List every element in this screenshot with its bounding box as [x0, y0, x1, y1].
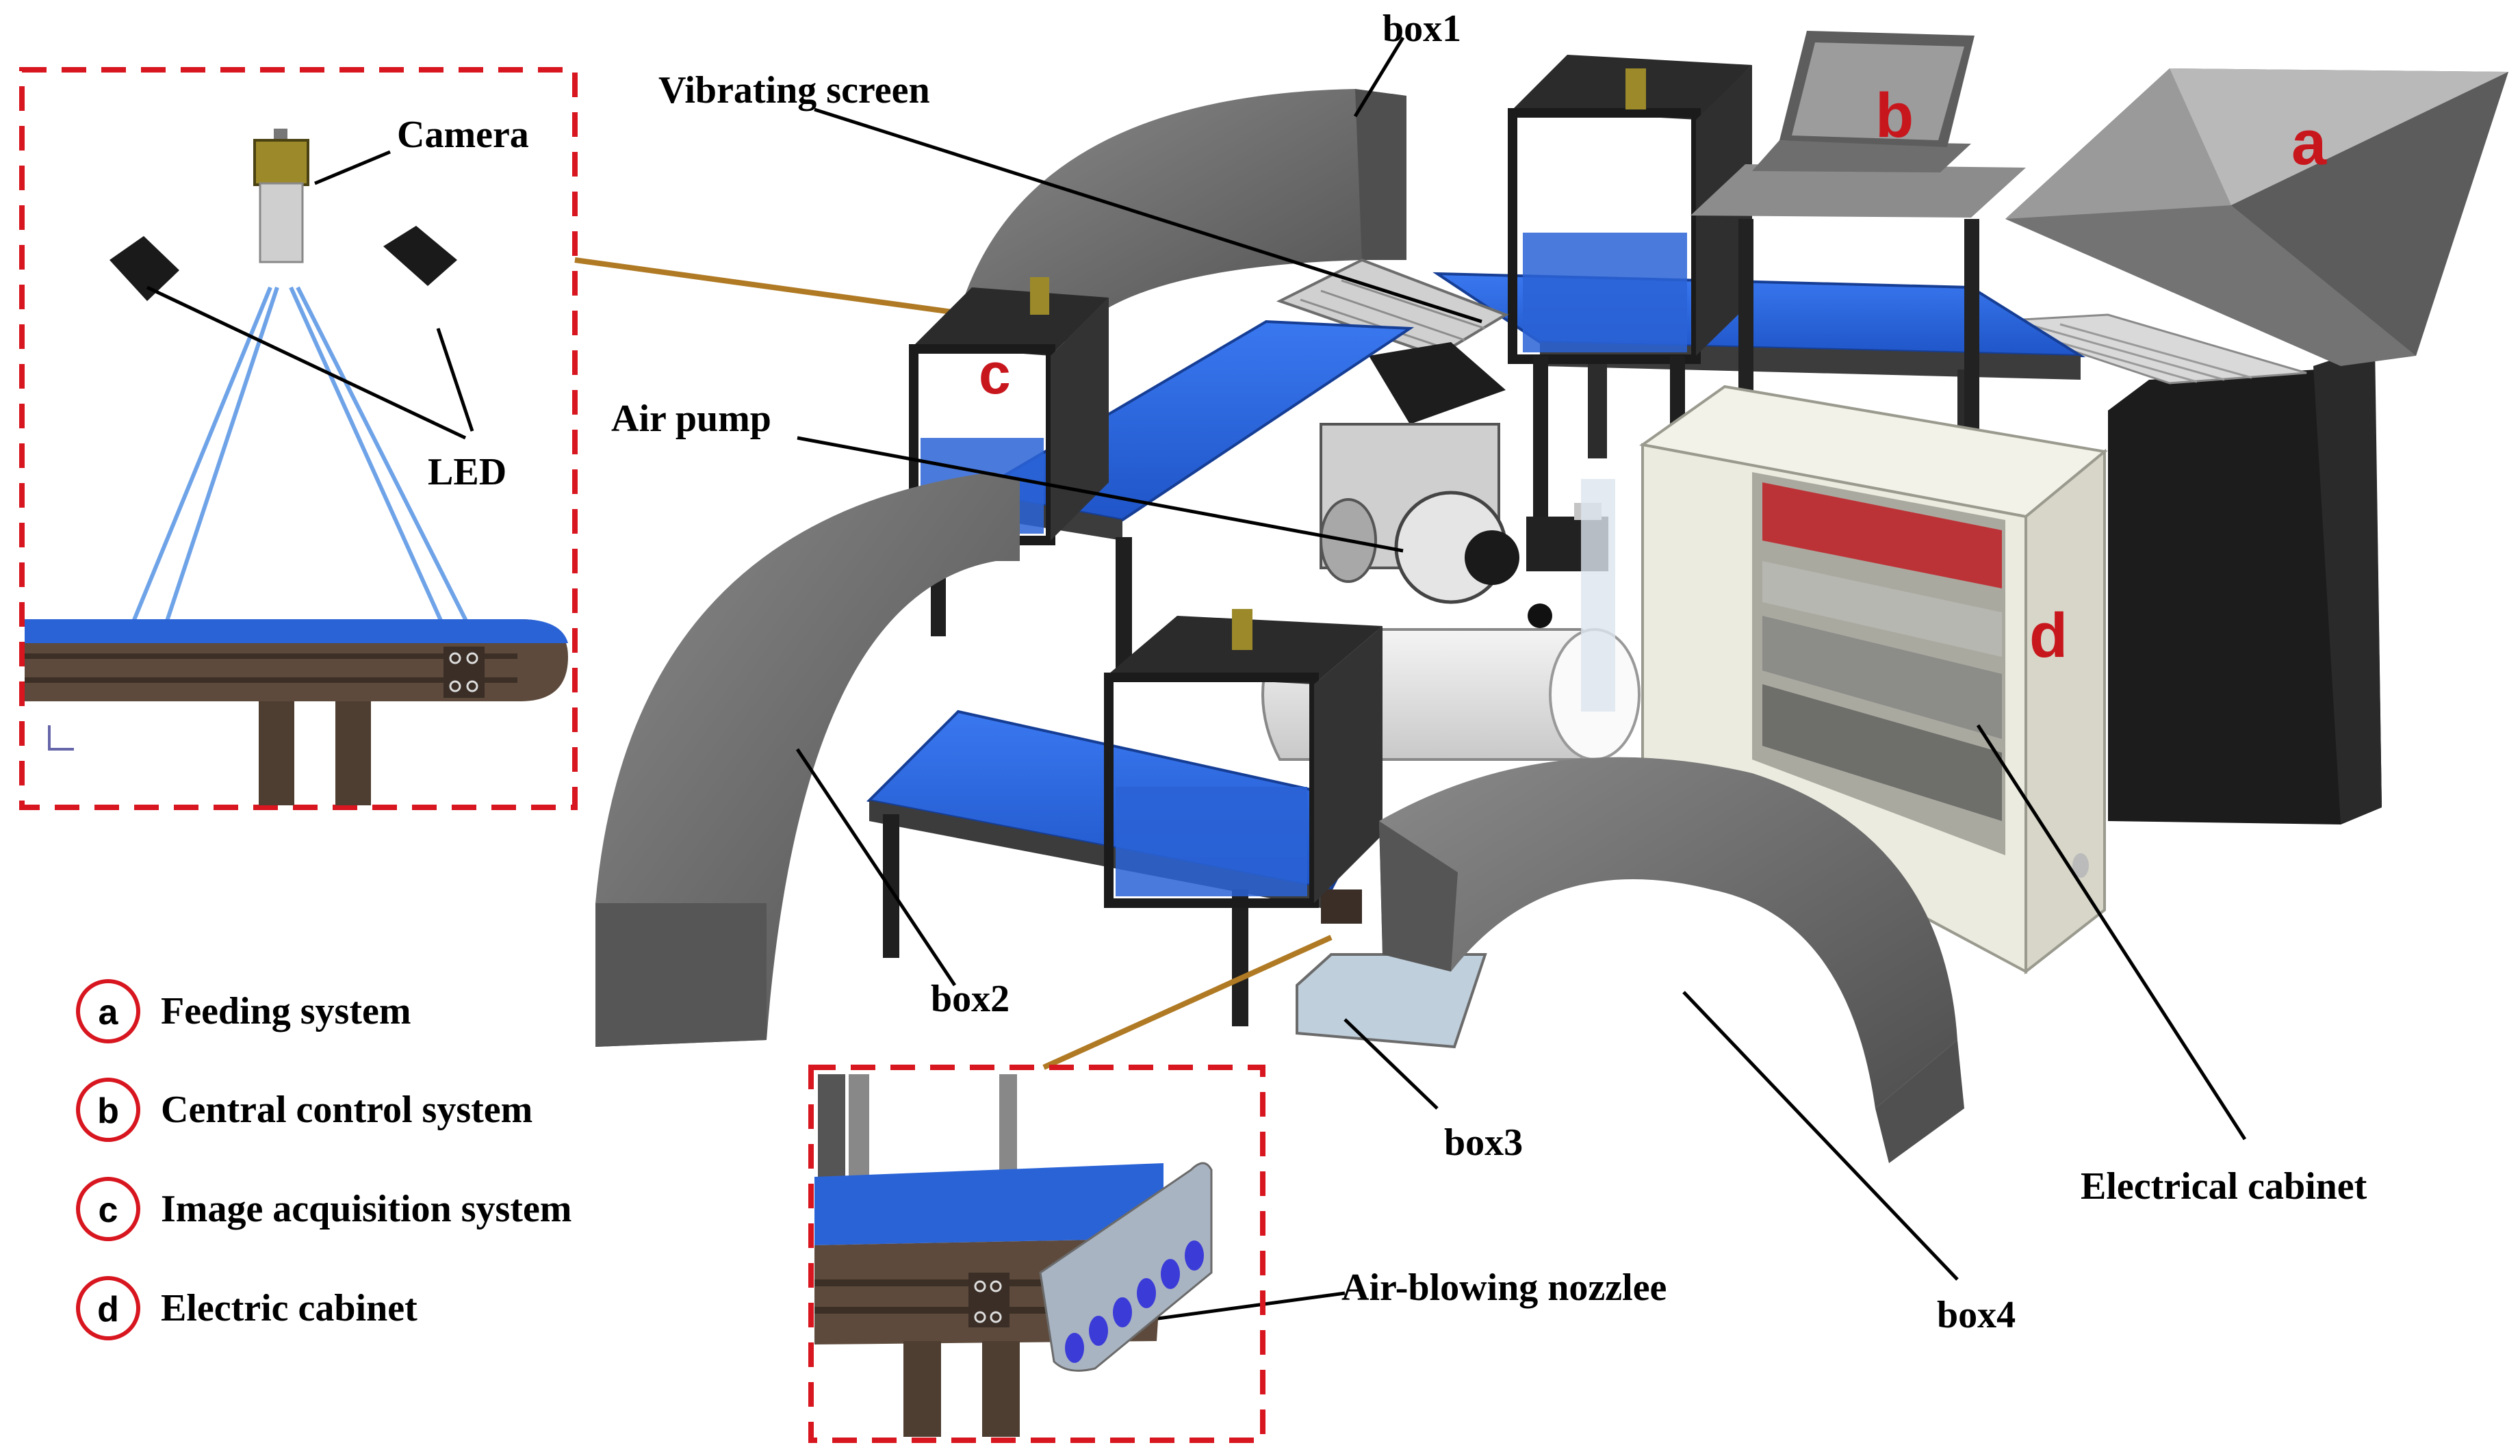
svg-text:d: d [97, 1290, 119, 1329]
camera-icon [253, 129, 309, 263]
nozzle-detail-inset [808, 1065, 1265, 1443]
label-air-blowing-nozzle: Air-blowing nozzlee [1341, 1266, 1667, 1309]
label-led: LED [428, 451, 506, 493]
inset-connector-bottom [1042, 935, 1333, 1070]
led-left-icon [110, 236, 179, 301]
legend: a Feeding system b Central control syste… [76, 979, 571, 1340]
box4-chute [1379, 757, 1964, 1163]
led-right-icon [383, 226, 457, 286]
legend-item-c: c Image acquisition system [76, 1177, 571, 1241]
legend-item-a: a Feeding system [76, 979, 411, 1043]
electrical-cabinet [1638, 385, 2108, 975]
inset-conveyor-belt [25, 619, 568, 805]
machine-assembly [595, 31, 2508, 1163]
label-vibrating-screen: Vibrating screen [658, 69, 930, 112]
marker-b: b [1875, 81, 1914, 151]
label-camera: Camera [397, 114, 529, 156]
label-box1: box1 [1383, 8, 1461, 50]
central-control-laptop [1690, 31, 2026, 431]
marker-d: d [2029, 601, 2068, 671]
svg-text:b: b [97, 1091, 119, 1131]
svg-text:c: c [99, 1191, 118, 1230]
label-box4: box4 [1937, 1294, 2016, 1336]
label-box2: box2 [931, 978, 1010, 1020]
label-air-pump: Air pump [611, 398, 771, 440]
label-box3: box3 [1444, 1121, 1523, 1164]
feeding-hopper [1984, 68, 2508, 385]
legend-item-b: b Central control system [76, 1078, 532, 1142]
marker-a: a [2291, 108, 2327, 178]
marker-c: c [979, 341, 1011, 406]
feeder-stand [2108, 346, 2382, 824]
light-rays [121, 286, 474, 651]
legend-item-d: d Electric cabinet [76, 1276, 417, 1340]
camera-detail-inset: Camera LED [19, 67, 578, 810]
legend-label-central-control-system: Central control system [161, 1089, 532, 1131]
vibrating-screen [1276, 258, 1509, 424]
middle-camera-box [909, 277, 1109, 636]
legend-label-feeding-system: Feeding system [161, 990, 411, 1032]
box1-chute [955, 89, 1406, 342]
box2-chute [595, 472, 1020, 1047]
legend-label-electric-cabinet: Electric cabinet [161, 1287, 417, 1329]
inset-connector-top [574, 257, 973, 317]
label-electrical-cabinet: Electrical cabinet [2081, 1165, 2367, 1208]
svg-text:a: a [99, 993, 119, 1032]
box3-tray [1296, 953, 1487, 1049]
lower-camera-box [1104, 609, 1383, 908]
legend-label-image-acquisition-system: Image acquisition system [161, 1188, 571, 1230]
air-pump [1320, 423, 1608, 628]
